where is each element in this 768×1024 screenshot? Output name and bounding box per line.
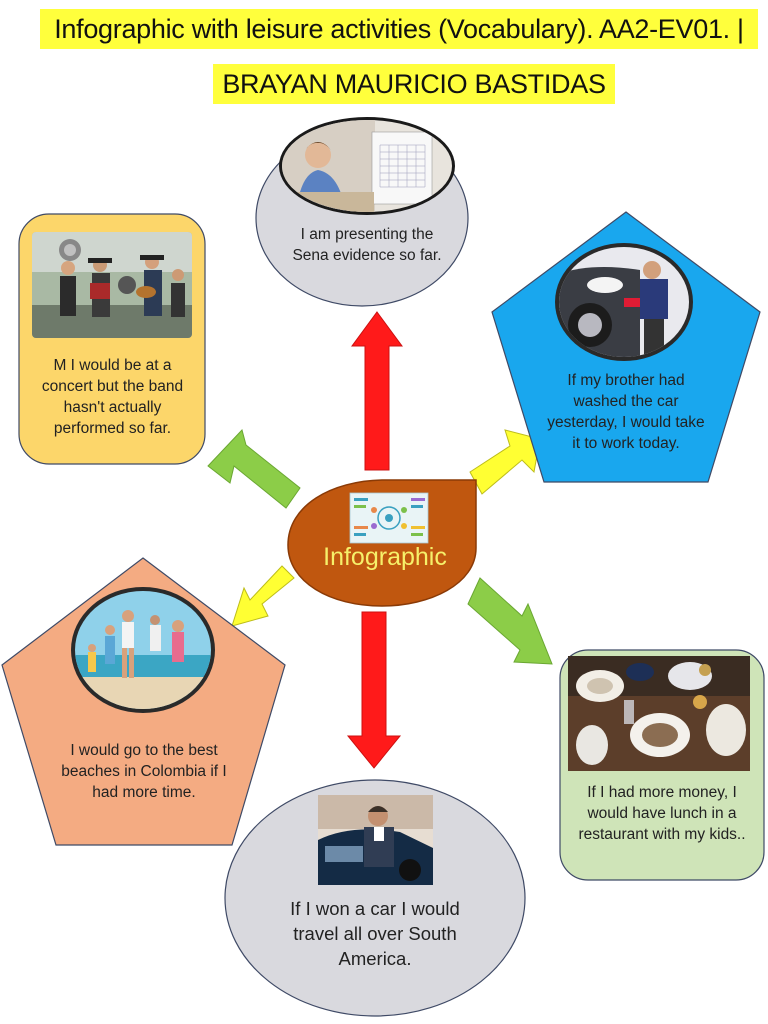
band-performing-photo: [32, 232, 192, 338]
family-on-beach-photo: [75, 591, 211, 709]
title-line-1: Infographic with leisure activities (Voc…: [40, 9, 758, 49]
caption-bottom: If I won a car I would travel all over S…: [290, 898, 460, 969]
node-bottom-right: [559, 649, 765, 881]
arrow-upper-left: [207, 429, 301, 509]
man-leaning-on-car-photo: [318, 795, 433, 885]
node-bottom: [224, 779, 526, 1017]
arrow-up: [351, 311, 403, 471]
arrow-lower-left: [231, 565, 295, 627]
caption-top: I am presenting the Sena evidence so far…: [292, 226, 442, 264]
arrow-lower-right: [467, 577, 553, 665]
man-washing-car-photo: [559, 247, 689, 357]
node-top-left: [18, 213, 206, 465]
node-top-right: [491, 211, 761, 483]
arrow-upper-right: [469, 429, 541, 495]
caption-bottom-left: I would go to the best beaches in Colomb…: [61, 742, 227, 801]
center-label: Infographic: [323, 543, 447, 571]
student-at-desk-photo: [282, 120, 452, 212]
caption-top-left: M I would be at a concert but the band h…: [41, 357, 184, 437]
restaurant-table-photo: [568, 656, 750, 771]
caption-bottom-right: If I had more money, I would have lunch …: [578, 784, 746, 843]
node-top: [255, 117, 469, 307]
node-bottom-left: [1, 557, 286, 846]
arrow-down: [346, 611, 402, 769]
caption-top-right: If my brother had washed the car yesterd…: [547, 372, 705, 452]
center-node: [287, 479, 477, 607]
infographic-icon: [349, 492, 429, 544]
title-line-2: BRAYAN MAURICIO BASTIDAS: [213, 64, 615, 104]
